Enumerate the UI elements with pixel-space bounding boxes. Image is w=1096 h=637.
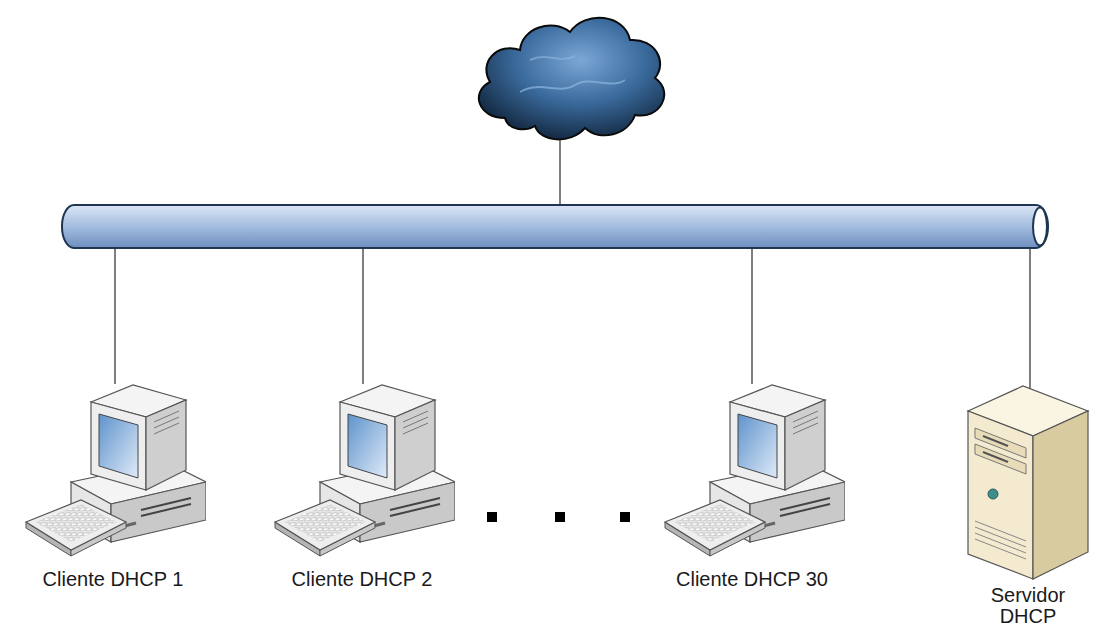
wires [115, 140, 1030, 392]
icon-shape [275, 385, 455, 556]
ellipsis-dots [487, 512, 630, 522]
server-icon [963, 376, 1093, 581]
icon-shape [665, 385, 845, 556]
client-node: Cliente DHCP 2 [268, 382, 457, 590]
computer-icon [21, 382, 206, 557]
computer-icon [270, 382, 455, 557]
node-label: Servidor DHCP [963, 585, 1093, 627]
network-bus [62, 205, 1048, 248]
node-label: Cliente DHCP 2 [268, 569, 457, 590]
client-node: Cliente DHCP 1 [19, 382, 208, 590]
server-node: Servidor DHCP [963, 376, 1093, 627]
icon-shape [968, 386, 1088, 579]
node-label: Cliente DHCP 1 [19, 569, 208, 590]
client-node: Cliente DHCP 30 [658, 382, 847, 590]
icon-shape [26, 385, 206, 556]
cloud [479, 18, 664, 140]
node-label: Cliente DHCP 30 [658, 569, 847, 590]
computer-icon [660, 382, 845, 557]
